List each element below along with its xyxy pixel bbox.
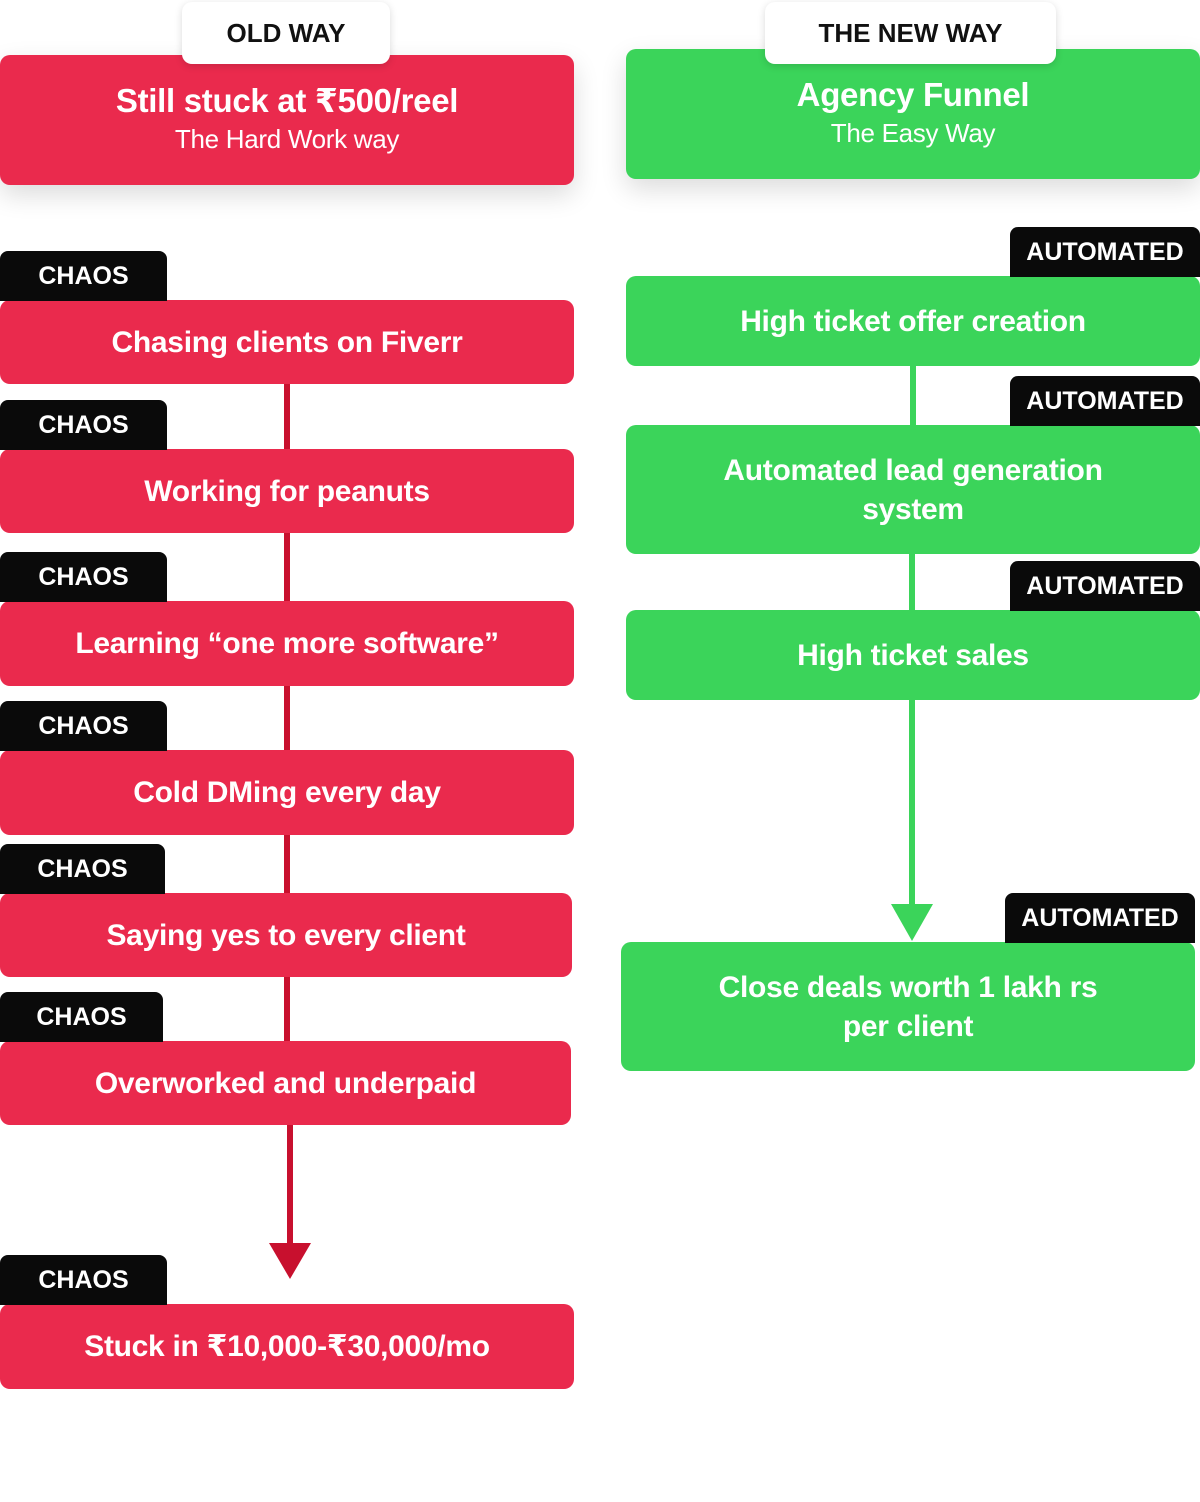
old-connector xyxy=(284,831,290,897)
new-connector xyxy=(910,362,916,428)
new-final-label: Close deals worth 1 lakh rs per client xyxy=(718,970,1098,1043)
chaos-tag: CHAOS xyxy=(0,552,167,602)
automated-tag: AUTOMATED xyxy=(1005,893,1195,943)
old-step-box: Learning “one more software” xyxy=(0,601,574,686)
new-arrow-head xyxy=(891,904,933,941)
old-step-box: Cold DMing every day xyxy=(0,750,574,835)
new-connector xyxy=(909,550,915,614)
old-way-subtitle: The Hard Work way xyxy=(174,124,400,154)
chaos-tag: CHAOS xyxy=(0,251,167,301)
old-connector xyxy=(284,682,290,754)
old-step-box: Overworked and underpaid xyxy=(0,1041,571,1125)
chaos-tag: CHAOS xyxy=(0,992,163,1042)
new-step-box: High ticket sales xyxy=(626,610,1200,700)
chaos-tag: CHAOS xyxy=(0,400,167,450)
chaos-tag: CHAOS xyxy=(0,701,167,751)
new-step-box: High ticket offer creation xyxy=(626,276,1200,366)
old-step-box: Working for peanuts xyxy=(0,449,574,533)
new-way-subtitle: The Easy Way xyxy=(830,118,996,148)
automated-tag: AUTOMATED xyxy=(1010,561,1200,611)
new-way-title: Agency Funnel xyxy=(796,76,1030,113)
chaos-tag: CHAOS xyxy=(0,1255,167,1305)
old-arrow-shaft xyxy=(287,1120,293,1246)
new-final-box: Close deals worth 1 lakh rs per client xyxy=(621,942,1195,1071)
chaos-tag: CHAOS xyxy=(0,844,165,894)
new-way-tab: THE NEW WAY xyxy=(765,2,1056,64)
new-step-label: Automated lead generation system xyxy=(723,453,1103,526)
old-connector xyxy=(284,974,290,1044)
new-arrow-shaft xyxy=(909,696,915,908)
old-way-header: Still stuck at ₹500/reel The Hard Work w… xyxy=(0,55,574,185)
new-way-column: THE NEW WAY Agency Funnel The Easy Way A… xyxy=(600,0,1200,1502)
automated-tag: AUTOMATED xyxy=(1010,227,1200,277)
old-arrow-head xyxy=(269,1243,311,1279)
automated-tag: AUTOMATED xyxy=(1010,376,1200,426)
old-connector xyxy=(284,380,290,452)
old-step-box: Chasing clients on Fiverr xyxy=(0,300,574,384)
old-way-column: OLD WAY Still stuck at ₹500/reel The Har… xyxy=(0,0,580,1502)
old-connector xyxy=(284,530,290,602)
new-step-box: Automated lead generation system xyxy=(626,425,1200,554)
old-way-title: Still stuck at ₹500/reel xyxy=(115,82,459,119)
new-way-header: Agency Funnel The Easy Way xyxy=(626,49,1200,179)
old-final-box: Stuck in ₹10,000-₹30,000/mo xyxy=(0,1304,574,1389)
old-step-box: Saying yes to every client xyxy=(0,893,572,977)
old-way-tab: OLD WAY xyxy=(182,2,390,64)
